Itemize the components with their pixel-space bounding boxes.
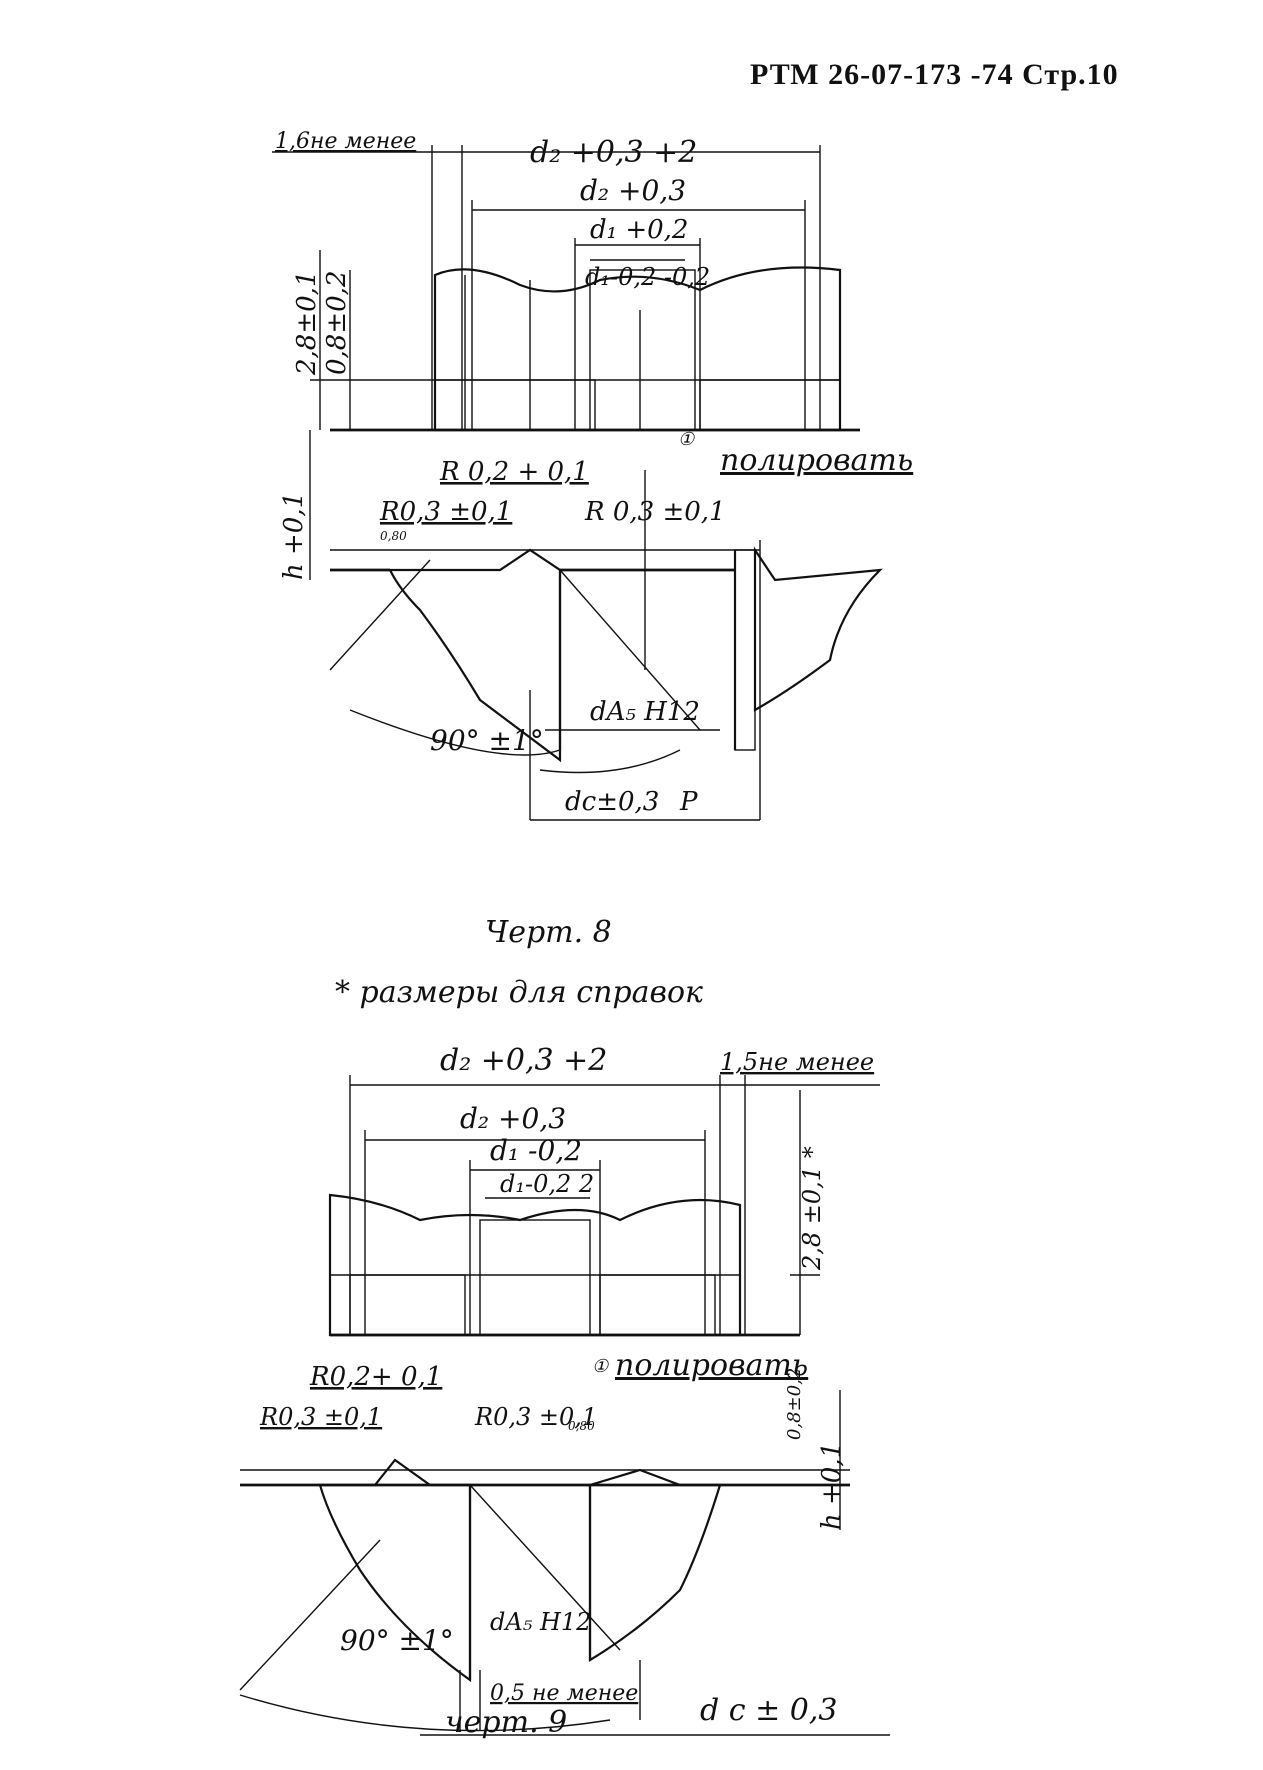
min-gap-label: 1,6не менее [275, 129, 416, 154]
height-08-label: 0,8±0,2 [322, 271, 352, 375]
flange-section [309, 430, 883, 821]
outer-diam-label-2: d₂ +0,3 [460, 1102, 566, 1135]
height-dimensions [310, 250, 435, 430]
caption-drawing-9: черт. 9 [445, 1705, 568, 1740]
dimensions-top [272, 145, 821, 430]
radius-03-right-label: R 0,3 ±0,1 [584, 497, 726, 527]
dc-label: dc±0,3 [565, 787, 659, 817]
radius-02-label-2: R0,2+ 0,1 [309, 1362, 442, 1392]
polish-note-2: полировать [615, 1348, 808, 1383]
flange-section-2 [239, 1390, 890, 1736]
outer-diam-label: d₂ +0,3 [580, 174, 686, 207]
d1-plus-label: d₁ +0,2 [590, 215, 688, 245]
d1-minus-label-2: d₁ -0,2 [490, 1134, 582, 1167]
angle-label: 90° ±1° [430, 724, 544, 757]
top-width-label-2: d₂ +0,3 +2 [440, 1043, 607, 1078]
roughness-label-2: 0,80 [568, 1419, 595, 1433]
dc-label-2: d c ± 0,3 [700, 1693, 837, 1728]
d1-minus-label: d₁-0,2 -0,2 [585, 263, 710, 291]
radius-03-right-label-2: R0,3 ±0,1 [474, 1403, 597, 1431]
bore-label-2: dA₅ H12 [490, 1608, 591, 1636]
min-gap-label-2: 1,5не менее [720, 1048, 874, 1076]
drawing-8: d₂ +0,3 +2 1,6не менее d₂ +0,3 d₁ +0,2 d… [272, 129, 913, 821]
reference-note: * размеры для справок [335, 975, 703, 1010]
dc-suffix-label: P [679, 787, 698, 817]
dimensions-top-2 [349, 1075, 880, 1335]
bore-label: dA₅ H12 [590, 697, 700, 727]
height-h-label: h +0,1 [279, 492, 309, 580]
polish-note: полировать [720, 443, 913, 478]
d1-inner-label-2: d₁-0,2 2 [500, 1170, 594, 1198]
ring-section-2 [328, 1193, 800, 1337]
top-width-label: d₂ +0,3 +2 [530, 135, 697, 170]
angle-label-2: 90° ±1° [340, 1624, 454, 1657]
radius-03-left-label-2: R0,3 ±0,1 [259, 1403, 382, 1431]
min-width-label-2: 0,5 не менее [490, 1681, 638, 1706]
mark-circle-2: ① [592, 1356, 609, 1377]
radius-02-label: R 0,2 + 0,1 [439, 457, 589, 487]
height-28-label-2: 2,8 ±0,1 * [798, 1146, 826, 1271]
drawing-9: d₂ +0,3 +2 1,5не менее d₂ +0,3 d₁ -0,2 d… [239, 1043, 890, 1736]
height-h-label-2: h +0,1 [817, 1442, 847, 1530]
radius-03-left-label: R0,3 ±0,1 [379, 497, 512, 527]
ring-section [330, 266, 860, 432]
height-28-label: 2,8±0,1 [292, 271, 322, 376]
height-08-label-2: 0,8±0,2 [784, 1368, 805, 1440]
mark-circle-1: ① [678, 429, 695, 450]
page-header: РТМ 26-07-173 -74 Стр.10 [750, 58, 1119, 91]
roughness-label-1: 0,80 [380, 529, 407, 543]
caption-drawing-8: Черт. 8 [485, 915, 612, 950]
